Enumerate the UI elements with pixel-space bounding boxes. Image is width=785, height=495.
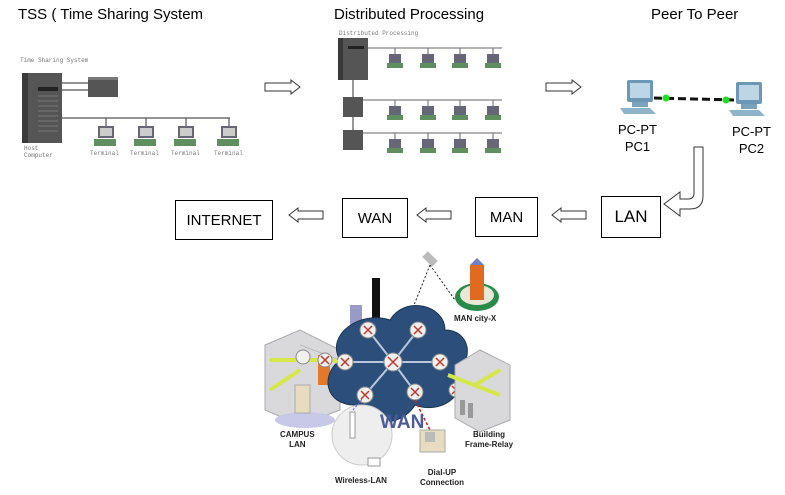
- left-arrow-icon: [288, 206, 324, 224]
- wan-box: WAN: [342, 198, 408, 238]
- terminal-icon: [485, 100, 501, 120]
- dialup-connection-label: Dial-UP Connection: [420, 468, 464, 488]
- campus-label-line2: LAN: [289, 440, 306, 449]
- terminal-icon: [134, 126, 156, 146]
- terminal-icon: [420, 48, 436, 68]
- man-city-label: MAN city-X: [454, 314, 497, 323]
- terminal-icon: [452, 100, 468, 120]
- port-indicator-icon: [722, 96, 730, 104]
- pc2-name: PC2: [738, 141, 765, 156]
- terminal-icon: [387, 100, 403, 120]
- tss-terminal-label: Terminal: [214, 150, 243, 157]
- campus-label-line1: CAMPUS: [280, 430, 315, 439]
- distributed-diagram-caption: Distributed Processing: [339, 30, 419, 37]
- pc2-label: PC-PT PC2: [732, 123, 771, 157]
- left-arrow-icon: [416, 206, 452, 224]
- terminal-icon: [485, 48, 501, 68]
- tss-host-label: Host Computer: [24, 145, 53, 159]
- pc1-type: PC-PT: [618, 122, 657, 137]
- pc1-icon: [620, 80, 656, 114]
- tower-icon: [372, 278, 380, 338]
- building-label-line2: Frame-Relay: [465, 440, 514, 449]
- man-city-icon: [455, 258, 499, 311]
- terminal-icon: [420, 100, 436, 120]
- pc1-label: PC-PT PC1: [618, 121, 657, 155]
- pc2-icon: [729, 82, 765, 116]
- tss-diagram-caption: Time Sharing System: [20, 57, 89, 64]
- building-label-line1: Building: [473, 430, 506, 439]
- internet-box: INTERNET: [175, 200, 273, 240]
- host-computer-icon: [338, 38, 368, 80]
- host-computer-icon: [22, 73, 62, 143]
- host-computer-icon: [343, 130, 363, 150]
- lan-box: LAN: [601, 196, 661, 238]
- tss-terminal-label: Terminal: [171, 150, 200, 157]
- distributed-network-drawing: [338, 38, 502, 153]
- wan-center-label: WAN: [380, 412, 424, 433]
- terminal-icon: [452, 133, 468, 153]
- front-end-processor-icon: [88, 77, 118, 97]
- tss-terminal-label: Terminal: [130, 150, 159, 157]
- terminal-icon: [387, 48, 403, 68]
- pc2-type: PC-PT: [732, 124, 771, 139]
- man-box: MAN: [475, 197, 538, 237]
- port-indicator-icon: [662, 94, 670, 102]
- dialup-label-line1: Dial-UP: [427, 468, 457, 477]
- distributed-processing-title: Distributed Processing: [334, 6, 485, 23]
- terminal-icon: [387, 133, 403, 153]
- terminal-icon: [485, 133, 501, 153]
- wireless-lan-icon: [331, 404, 393, 467]
- left-arrow-icon: [551, 206, 587, 224]
- tss-network-drawing: [22, 73, 239, 146]
- terminal-icon: [174, 126, 196, 146]
- dial-up-computer-icon: [419, 429, 446, 453]
- terminal-icon: [420, 133, 436, 153]
- curved-arrow-icon: [663, 146, 704, 217]
- campus-lan-label: CAMPUS LAN: [280, 430, 315, 450]
- right-arrow-icon: [545, 78, 582, 96]
- building-frame-relay-icon: [454, 349, 511, 433]
- terminal-icon: [94, 126, 116, 146]
- host-computer-icon: [343, 97, 363, 117]
- p2p-drawing: [620, 80, 765, 116]
- terminal-icon: [217, 126, 239, 146]
- peer-to-peer-title: Peer To Peer: [651, 6, 739, 23]
- building-frame-relay-label: Building Frame-Relay: [465, 430, 513, 450]
- tss-title: TSS ( Time Sharing System: [18, 6, 204, 23]
- right-arrow-icon: [264, 78, 301, 96]
- satellite-icon: [422, 251, 438, 267]
- terminal-icon: [452, 48, 468, 68]
- dialup-label-line2: Connection: [420, 478, 464, 487]
- tss-terminal-label: Terminal: [90, 150, 119, 157]
- wireless-lan-label: Wireless-LAN: [335, 476, 387, 485]
- pc1-name: PC1: [624, 139, 651, 154]
